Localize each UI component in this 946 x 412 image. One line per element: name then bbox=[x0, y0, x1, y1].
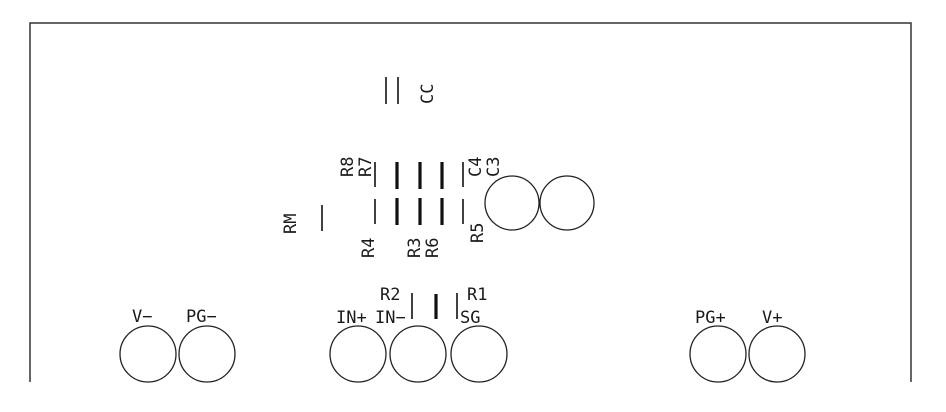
label-r6: R6 bbox=[423, 238, 443, 258]
label-pg-plus: PG+ bbox=[695, 308, 726, 328]
pad-v-plus bbox=[748, 325, 806, 383]
label-rm: RM bbox=[281, 214, 301, 234]
label-c3: C3 bbox=[484, 157, 504, 177]
label-r2: R2 bbox=[380, 285, 400, 305]
label-sg: SG bbox=[460, 308, 480, 328]
label-v-minus: V− bbox=[132, 307, 152, 327]
label-r3: R3 bbox=[405, 238, 425, 258]
capacitor-pad-1 bbox=[484, 175, 540, 231]
label-cc: CC bbox=[418, 84, 438, 104]
label-r7: R7 bbox=[356, 157, 376, 177]
pad-pg-plus bbox=[689, 325, 747, 383]
board-outline bbox=[29, 22, 912, 382]
label-v-plus: V+ bbox=[762, 308, 782, 328]
pad-in-minus bbox=[389, 325, 447, 383]
label-in-plus: IN+ bbox=[336, 308, 367, 328]
label-pg-minus: PG− bbox=[186, 307, 217, 327]
label-r8: R8 bbox=[338, 157, 358, 177]
pad-pg-minus bbox=[178, 325, 236, 383]
label-c4: C4 bbox=[466, 157, 486, 177]
label-r4: R4 bbox=[359, 238, 379, 258]
label-in-minus: IN− bbox=[375, 308, 406, 328]
label-r1: R1 bbox=[467, 285, 487, 305]
pad-v-minus bbox=[119, 325, 177, 383]
capacitor-pad-2 bbox=[539, 175, 595, 231]
label-r5: R5 bbox=[468, 223, 488, 243]
pad-in-plus bbox=[329, 325, 387, 383]
pad-sg bbox=[450, 325, 508, 383]
